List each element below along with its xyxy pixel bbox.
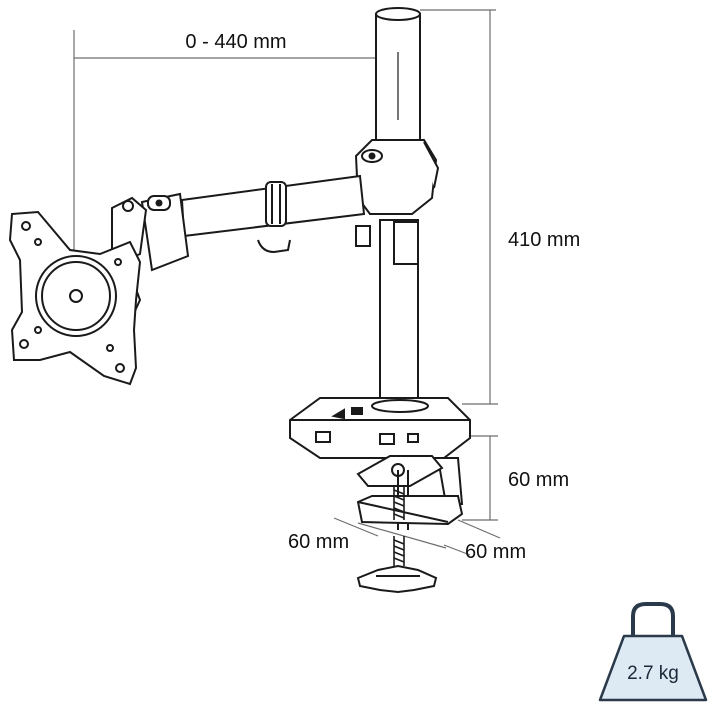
clamp-width-label: 60 mm — [465, 541, 526, 563]
weight-icon: 2.7 kg — [598, 602, 708, 702]
clamp-screw — [393, 486, 405, 566]
pole-height-label: 410 mm — [508, 229, 580, 251]
clamp-depth-label: 60 mm — [288, 531, 349, 553]
arm — [180, 174, 366, 254]
desk-clamp — [356, 455, 464, 530]
pole-collar — [354, 139, 440, 265]
vesa-plate — [8, 210, 142, 386]
clamp-height-label: 60 mm — [508, 469, 569, 491]
desk-base — [289, 397, 471, 459]
weight-label: 2.7 kg — [627, 663, 679, 684]
clamp-knob — [356, 564, 438, 594]
arm-reach-label: 0 - 440 mm — [185, 31, 286, 53]
